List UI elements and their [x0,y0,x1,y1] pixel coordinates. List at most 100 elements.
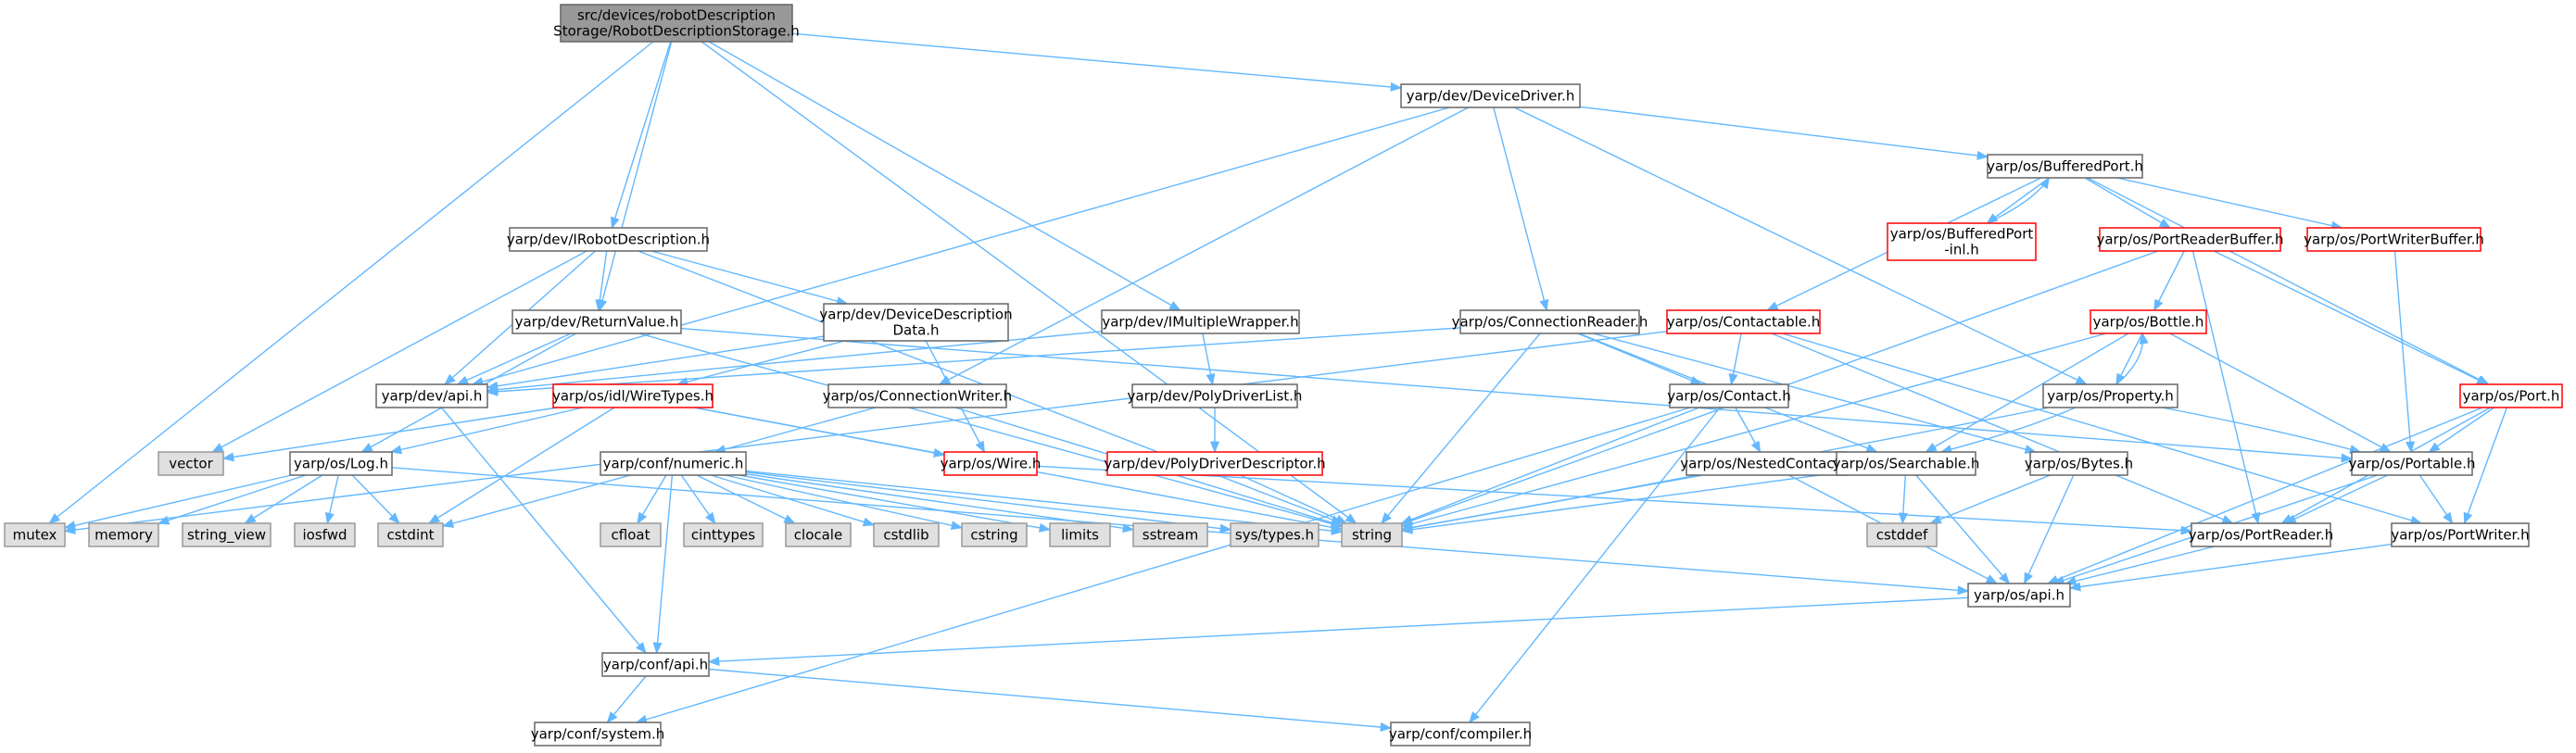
node-label: yarp/os/Log.h [294,456,388,472]
node-label: cstdint [386,527,434,544]
node-numeric[interactable]: yarp/conf/numeric.h [600,451,747,476]
node-portwriterbuffer[interactable]: yarp/os/PortWriterBuffer.h [2304,227,2484,252]
node-label: cstdlib [883,527,928,544]
node-devapi[interactable]: yarp/dev/api.h [375,383,488,408]
node-imultiplewrapper[interactable]: yarp/dev/IMultipleWrapper.h [1101,309,1300,334]
node-label: yarp/os/ConnectionReader.h [1452,314,1648,331]
edge-bytes-to-osapi [2024,474,2075,585]
node-box [2306,227,2481,252]
node-box [377,522,444,547]
node-box [1987,154,2143,179]
edge-devicedriver-to-connectionwriter [938,107,1469,385]
edge-wire-to-portreader [1036,465,2193,535]
edge-log-to-mutex [63,474,292,531]
node-box [1669,383,1789,408]
node-label: yarp/os/Port.h [2463,388,2560,405]
node-string: string [1341,522,1403,547]
node-connectionreader[interactable]: yarp/os/ConnectionReader.h [1452,309,1648,334]
node-box [823,303,1009,342]
edge-numeric-to-sstream [745,473,1135,533]
node-irobotdesc[interactable]: yarp/dev/IRobotDescription.h [507,227,710,252]
edge-numeric-to-cinttypes [680,474,716,525]
node-label: string [1352,527,1392,544]
node-label: yarp/conf/numeric.h [603,456,744,472]
edge-root-to-imultiplewrapper [708,41,1181,311]
node-label: sys/types.h [1235,527,1314,544]
node-portwriter[interactable]: yarp/os/PortWriter.h [2391,522,2530,547]
edge-log-to-cstdint [351,474,400,524]
node-box [827,383,1007,408]
edge-log-to-string_view [244,474,323,524]
node-cstdint: cstdint [377,522,444,547]
node-osapi[interactable]: yarp/os/api.h [1967,583,2071,608]
node-vector: vector [158,451,224,476]
node-confapi[interactable]: yarp/conf/api.h [601,652,710,677]
node-label: yarp/os/ConnectionWriter.h [823,388,1012,405]
edge-bottle-to-property [2115,333,2143,386]
edge-contact-to-nestedcontact [1735,407,1762,454]
edge-imultiplewrapper-to-devapi [486,331,1103,395]
node-cfloat: cfloat [600,522,662,547]
node-box [1666,309,1821,334]
node-label: memory [95,527,153,544]
edge-portreaderbuffer-to-port [2213,250,2489,385]
node-box [1887,222,2037,261]
edge-returnvalue-to-string [638,333,1344,529]
node-label: cinttypes [691,527,755,544]
node-connectionwriter[interactable]: yarp/os/ConnectionWriter.h [823,383,1012,408]
node-nestedcontact[interactable]: yarp/os/NestedContact.h [1680,451,1853,476]
node-box [509,227,708,252]
node-polydriverlist[interactable]: yarp/dev/PolyDriverList.h [1128,383,1303,408]
edge-searchable-to-osapi [1915,474,2011,584]
node-label: yarp/os/api.h [1974,587,2065,604]
node-root[interactable]: src/devices/robotDescriptionStorage/Robo… [553,4,800,43]
node-box [785,522,852,547]
node-searchable[interactable]: yarp/os/Searchable.h [1833,451,1980,476]
edge-numeric-to-systypes [745,471,1232,533]
edge-bottle-to-portable [2169,333,2392,453]
node-box [375,383,488,408]
node-portable[interactable]: yarp/os/Portable.h [2349,451,2476,476]
node-label: sstream [1143,527,1198,544]
node-port[interactable]: yarp/os/Port.h [2459,383,2563,408]
edge-numeric-to-cstdlib [711,474,876,527]
node-label: yarp/os/idl/WireTypes.h [552,388,713,405]
node-bufferedport[interactable]: yarp/os/BufferedPort.h [1987,154,2143,179]
node-bytes[interactable]: yarp/os/Bytes.h [2025,451,2133,476]
dependency-edges [48,32,2508,733]
node-polydriverdesc[interactable]: yarp/dev/PolyDriverDescriptor.h [1104,451,1326,476]
node-label: mutex [13,527,57,544]
edge-connectionreader-to-devapi [486,327,1461,396]
node-portreaderbuffer[interactable]: yarp/os/PortReaderBuffer.h [2096,227,2284,252]
node-label: yarp/dev/PolyDriverDescriptor.h [1104,456,1325,472]
node-devicedriver[interactable]: yarp/dev/DeviceDriver.h [1400,83,1581,108]
node-bottle[interactable]: yarp/os/Bottle.h [2090,309,2207,334]
node-contact[interactable]: yarp/os/Contact.h [1667,383,1791,408]
node-cstdlib: cstdlib [873,522,940,547]
node-iosfwd: iosfwd [294,522,356,547]
edge-connectionwriter-to-numeric [713,407,877,454]
node-contactable[interactable]: yarp/os/Contactable.h [1666,309,1821,334]
node-bufferedportinl[interactable]: yarp/os/BufferedPort-inl.h [1887,222,2037,261]
edge-devicedriver-to-bufferedport [1579,106,1989,160]
node-box [1101,309,1300,334]
edge-port-to-portable [2428,407,2495,453]
edge-bytes-to-cstddef [1929,474,2051,524]
node-label: yarp/dev/IMultipleWrapper.h [1102,314,1298,331]
node-returnvalue[interactable]: yarp/dev/ReturnValue.h [511,309,682,334]
node-wire[interactable]: yarp/os/Wire.h [941,451,1042,476]
node-wiretypes[interactable]: yarp/os/idl/WireTypes.h [552,383,713,408]
node-memory: memory [88,522,159,547]
node-portreader[interactable]: yarp/os/PortReader.h [2189,522,2334,547]
node-box [1967,583,2071,608]
node-box [600,451,747,476]
node-log[interactable]: yarp/os/Log.h [289,451,393,476]
node-compiler[interactable]: yarp/conf/compiler.h [1389,722,1532,747]
node-property[interactable]: yarp/os/Property.h [2042,383,2178,408]
edge-bottle-to-string [1400,333,2107,529]
node-system[interactable]: yarp/conf/system.h [531,722,665,747]
node-box [1230,522,1320,547]
edge-irobotdesc-to-vector [211,250,587,453]
